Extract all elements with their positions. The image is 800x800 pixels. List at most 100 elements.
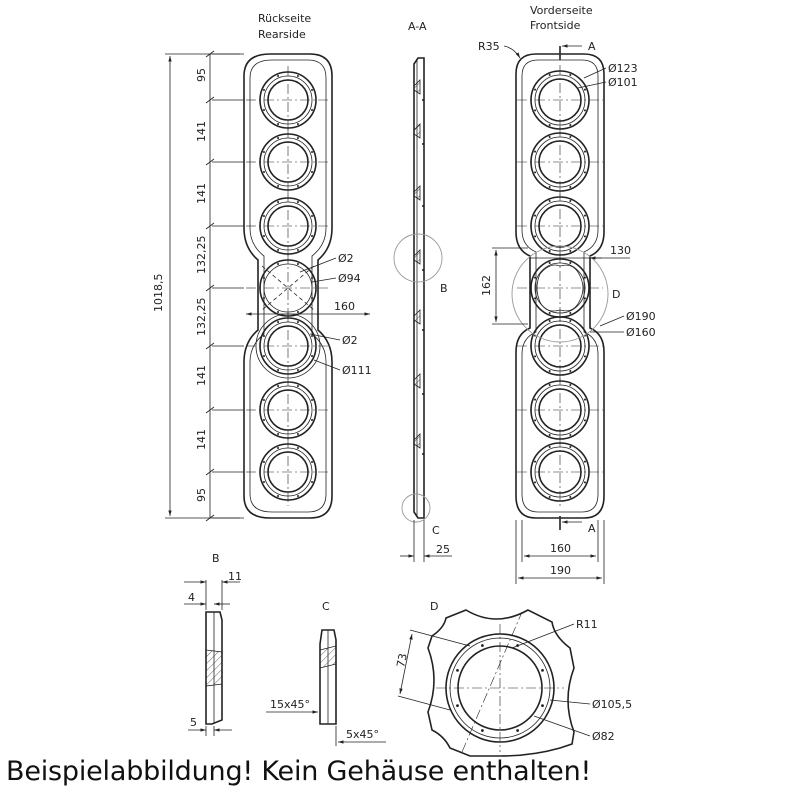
dim-bottom-95: 95 [195,488,208,502]
mount-dot [262,215,265,218]
mount-dot [296,249,299,252]
rear-view: Rückseite Rearside 1018,5 95 141 141 132… [152,12,372,522]
section-view: A-A B C 25 [393,20,452,562]
dim-tick [205,158,215,166]
mount-dot [296,262,299,265]
section-hatch [413,373,421,389]
dim-tick [205,222,215,230]
mount-dot [296,311,299,314]
mount-dot [569,123,572,126]
mount-dot [548,200,551,203]
mount-dot [262,277,265,280]
mount-dot [311,234,314,237]
front-plate-inner-outline [521,59,599,513]
mount-dot [583,460,586,463]
dim-tick [205,514,215,522]
marker-d: D [612,288,620,301]
mount-dot [583,398,586,401]
dim-tick [205,50,215,58]
dim-141-d: 141 [195,429,208,450]
front-title-en: Frontside [530,19,581,32]
section-dot [422,99,424,101]
detail-b-dim-4: 4 [188,591,195,604]
detail-b-dim-11: 11 [228,570,242,583]
mount-dot [277,320,280,323]
rear-speaker-holes [246,66,330,506]
section-outline [413,57,425,519]
mount-dot [569,262,572,265]
mount-dot [311,170,314,173]
marker-b: B [440,282,448,295]
dim-top-95: 95 [195,68,208,82]
rear-title-en: Rearside [258,28,306,41]
dim-d123: Ø123 [608,62,638,75]
rear-title-de: Rückseite [258,12,311,25]
mount-dot [277,384,280,387]
dim-w160: 160 [550,542,571,555]
mount-dot [534,150,537,153]
mount-dot [296,123,299,126]
mount-dot [311,354,314,357]
mount-dot [277,495,280,498]
mount-dot [583,150,586,153]
detail-d-mount-dot [516,729,520,732]
mount-dot [548,262,551,265]
dim-w190: 190 [550,564,571,577]
section-dot [422,329,424,331]
rear-plate-outline [243,53,333,519]
mount-dot [311,108,314,111]
section-title: A-A [408,20,427,33]
mount-dot [569,200,572,203]
mount-dot [534,109,537,112]
mount-dot [583,297,586,300]
mount-dot [262,170,265,173]
detail-c-chamfer-5: 5x45° [346,728,379,741]
detail-d: D 73 R11 Ø105,5 Ø82 [394,600,632,757]
dim-tick [205,96,215,104]
marker-c: C [432,524,440,537]
dim-d190: Ø190 [626,310,656,323]
mount-dot [296,136,299,139]
mount-dot [296,200,299,203]
dim-d160: Ø160 [626,326,656,339]
section-hatch [413,185,421,201]
dim-tick [205,406,215,414]
detail-d-plate [427,609,575,757]
mount-dot [262,480,265,483]
mount-dot [534,214,537,217]
mount-dot [569,249,572,252]
mount-dot [277,433,280,436]
mount-dot [277,369,280,372]
mount-dot [569,369,572,372]
hole-cross [261,265,315,311]
dim-rear-d94: Ø94 [338,272,361,285]
detail-b: B 11 4 5 [184,552,242,736]
mount-dot [569,136,572,139]
mount-dot [277,311,280,314]
mount-dot [534,171,537,174]
mount-dot [569,433,572,436]
mount-dot [548,446,551,449]
dim-tick [205,284,215,292]
mount-dot [583,481,586,484]
mount-dot [311,151,314,154]
mount-dot [262,335,265,338]
detail-d-mount-dot [480,644,484,647]
front-title-de: Vorderseite [530,4,593,17]
mount-dot [534,481,537,484]
mount-dot [548,433,551,436]
mount-dot [311,277,314,280]
section-dot [422,269,424,271]
dim-tick [205,342,215,350]
mount-dot [296,433,299,436]
mount-dot [311,461,314,464]
section-dot [422,453,424,455]
mount-dot [548,369,551,372]
mount-dot [296,369,299,372]
dim-rear-d111: Ø111 [342,364,372,377]
dim-h162: 162 [480,275,493,296]
section-marker-a-top: A [588,40,596,53]
detail-d-circle [511,245,609,343]
mount-dot [296,74,299,77]
